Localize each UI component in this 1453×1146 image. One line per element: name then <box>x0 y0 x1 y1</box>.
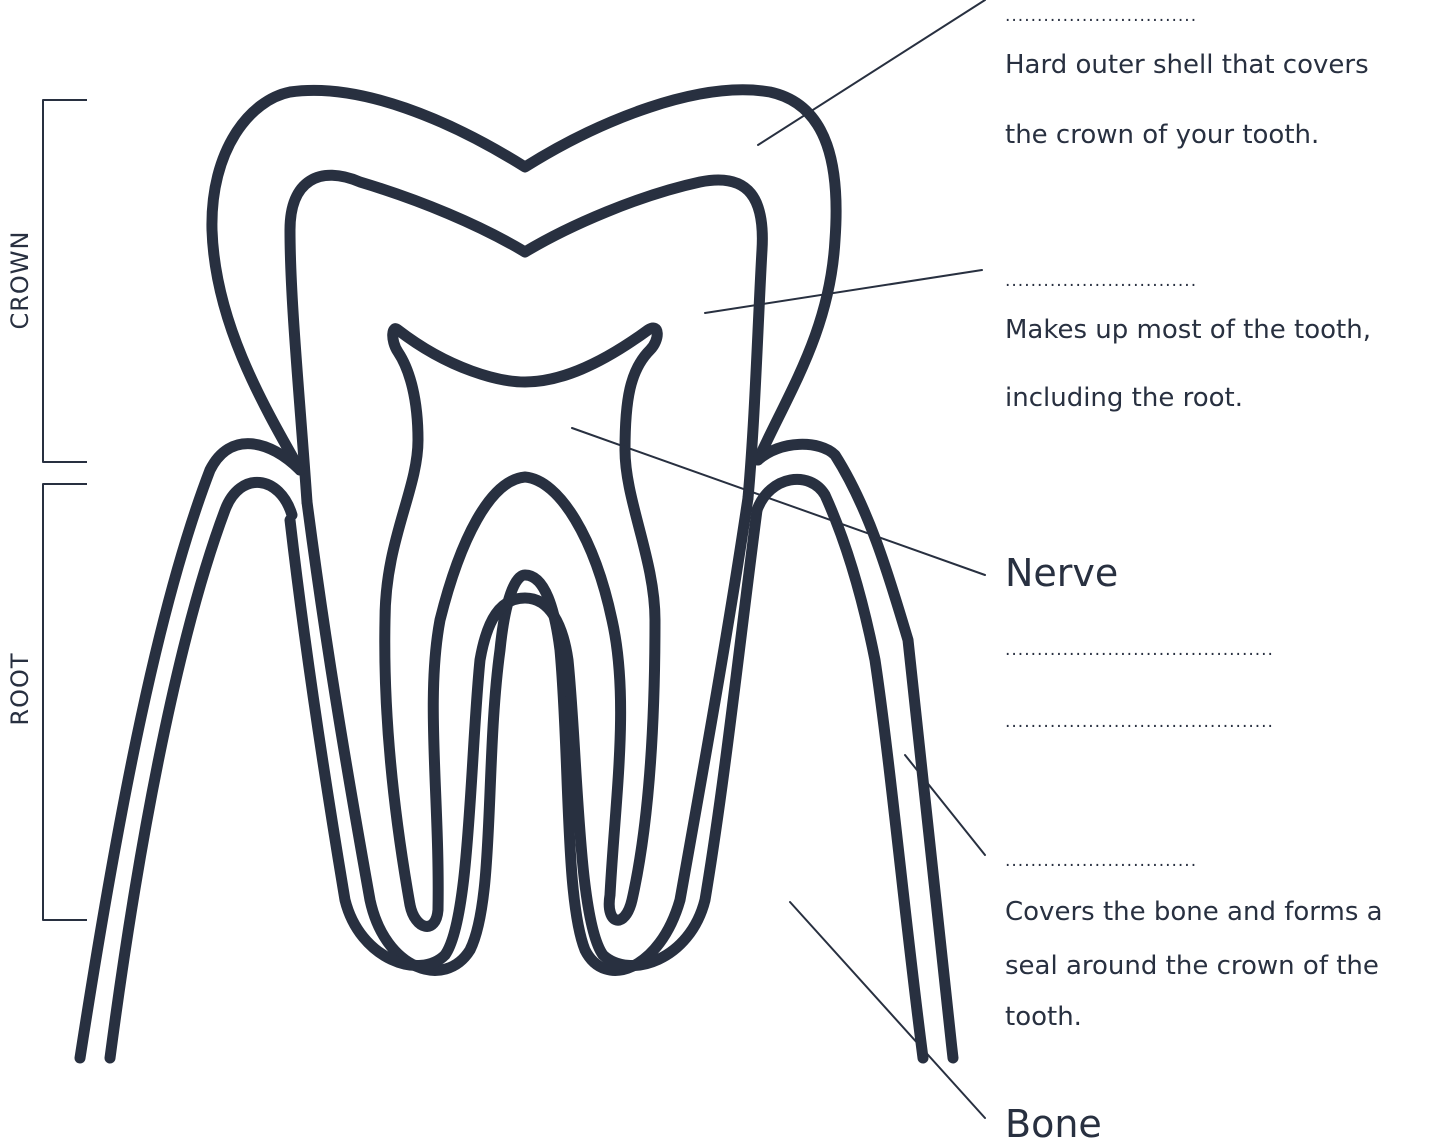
dentin-description-line-2: including the root. <box>1005 381 1243 415</box>
nerve-answer-blank-2: ........................................… <box>1005 712 1274 732</box>
nerve-label: Nerve <box>1005 551 1118 595</box>
gum-description-line-3: tooth. <box>1005 1000 1082 1034</box>
leader-line-gum <box>905 755 985 855</box>
enamel-description-line-2: the crown of your tooth. <box>1005 118 1319 152</box>
leader-line-bone <box>790 902 985 1118</box>
gum-right-inner <box>757 479 923 1058</box>
enamel-answer-blank: .............................. <box>1005 6 1197 26</box>
crown-side-label: CROWN <box>6 180 34 380</box>
root-side-label: ROOT <box>6 589 34 789</box>
leader-line-enamel <box>758 0 985 145</box>
crown-bracket <box>43 100 87 462</box>
enamel-description-line-1: Hard outer shell that covers <box>1005 48 1369 82</box>
dentin-description-line-1: Makes up most of the tooth, <box>1005 313 1371 347</box>
gum-left-outer <box>80 444 300 1058</box>
root-outer-outline <box>307 498 748 970</box>
gum-description-line-2: seal around the crown of the <box>1005 949 1379 983</box>
bone-label: Bone <box>1005 1102 1102 1146</box>
gum-right-outer <box>758 444 953 1058</box>
nerve-answer-blank-1: ........................................… <box>1005 640 1274 660</box>
gum-left-inner <box>110 482 292 1058</box>
root-bracket <box>43 484 87 920</box>
pulp-outline <box>385 328 657 926</box>
dentin-outline <box>290 175 762 502</box>
gum-answer-blank: .............................. <box>1005 851 1197 871</box>
dentin-answer-blank: .............................. <box>1005 271 1197 291</box>
leader-line-dentin <box>705 270 982 313</box>
gum-description-line-1: Covers the bone and forms a <box>1005 895 1383 929</box>
